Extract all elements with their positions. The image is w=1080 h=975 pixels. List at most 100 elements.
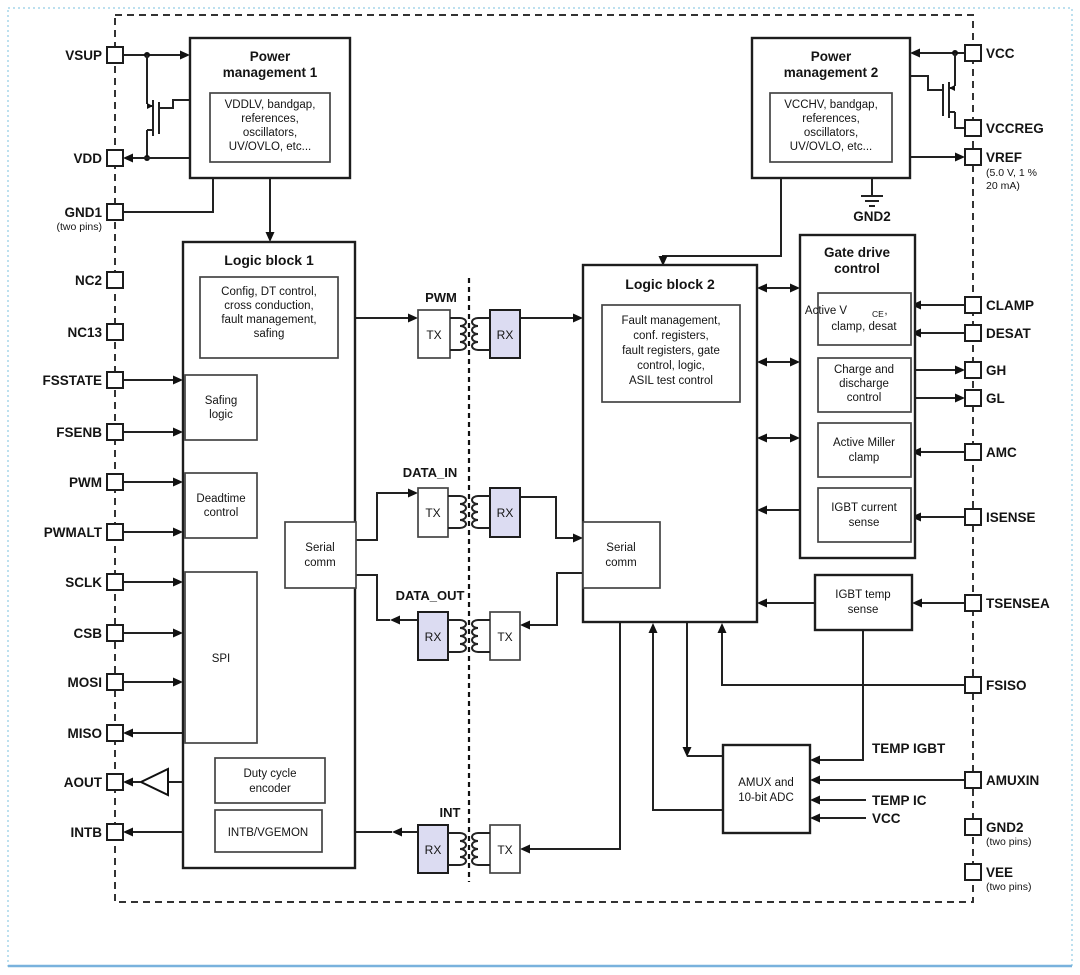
- pin-gh: GH: [964, 361, 1006, 379]
- pin-intb: INTB: [71, 823, 124, 841]
- svg-text:MOSI: MOSI: [67, 675, 102, 690]
- svg-text:SCLK: SCLK: [65, 575, 102, 590]
- pin-gnd2: GND2(two pins): [964, 818, 1032, 848]
- pin-sclk: SCLK: [65, 573, 124, 591]
- int-rx-box: [417, 824, 449, 874]
- svg-text:VCCHV, bandgap,: VCCHV, bandgap,: [784, 99, 878, 111]
- svg-text:ISENSE: ISENSE: [986, 510, 1036, 525]
- lb1-title: Logic block 1: [224, 252, 314, 268]
- pin-clamp: CLAMP: [964, 296, 1034, 314]
- svg-text:FSENB: FSENB: [56, 425, 102, 440]
- svg-text:Deadtime: Deadtime: [196, 493, 245, 505]
- pin-amuxin: AMUXIN: [964, 771, 1039, 789]
- svg-text:CE: CE: [872, 309, 884, 319]
- svg-text:VCC: VCC: [986, 46, 1015, 61]
- svg-text:discharge: discharge: [839, 378, 889, 390]
- lb2-block: Logic block 2 Fault management, conf. re…: [581, 263, 759, 624]
- svg-text:(two pins): (two pins): [986, 881, 1032, 893]
- svg-text:GH: GH: [986, 363, 1006, 378]
- svg-text:(two pins): (two pins): [986, 836, 1032, 848]
- svg-text:VEE: VEE: [986, 865, 1013, 880]
- svg-text:INTB/VGEMON: INTB/VGEMON: [228, 827, 309, 839]
- svg-text:TX: TX: [425, 506, 440, 520]
- svg-text:Active V: Active V: [805, 305, 848, 317]
- svg-text:Serial: Serial: [606, 542, 635, 554]
- right-pins: VCC VCCREG VREF(5.0 V, 1 %20 mA) CLAMP D…: [964, 44, 1050, 893]
- svg-text:Safing: Safing: [205, 395, 238, 407]
- svg-text:Fault management,: Fault management,: [621, 315, 720, 327]
- pin-mosi: MOSI: [67, 673, 124, 691]
- svg-text:safing: safing: [254, 328, 285, 340]
- data-in-rx-box: [489, 487, 521, 538]
- svg-text:CSB: CSB: [73, 626, 102, 641]
- int-tx-box: [489, 824, 521, 874]
- svg-text:Serial: Serial: [305, 542, 334, 554]
- pwm-rx-box: [489, 309, 521, 359]
- transformer-coil-icon: [448, 832, 467, 866]
- charge-discharge-box: [817, 357, 912, 413]
- svg-text:sense: sense: [848, 604, 879, 616]
- svg-text:Active Miller: Active Miller: [833, 437, 895, 449]
- svg-text:ASIL test control: ASIL test control: [629, 375, 713, 387]
- svg-text:VSUP: VSUP: [65, 48, 102, 63]
- lb2-serial-comm-box: [582, 521, 661, 589]
- pin-aout: AOUT: [64, 773, 124, 791]
- svg-text:VDDLV, bandgap,: VDDLV, bandgap,: [225, 99, 316, 111]
- channel-pwm-label: PWM: [425, 290, 457, 305]
- spi-box: [184, 571, 258, 744]
- gate-drive-control-block: Gate drive control Active V CE , clamp, …: [798, 233, 917, 560]
- svg-text:20 mA): 20 mA): [986, 180, 1020, 192]
- igbt-current-sense-box: [817, 487, 912, 543]
- svg-text:INTB: INTB: [71, 825, 103, 840]
- pm1-block: Power management 1 VDDLV, bandgap, refer…: [188, 36, 352, 180]
- pin-pwmalt: PWMALT: [44, 523, 124, 541]
- lb2-title: Logic block 2: [625, 276, 715, 292]
- svg-text:RX: RX: [497, 506, 514, 520]
- fet2-arrow: [949, 85, 955, 91]
- svg-text:AMUX and: AMUX and: [738, 777, 794, 789]
- svg-text:comm: comm: [304, 557, 335, 569]
- svg-text:10-bit ADC: 10-bit ADC: [738, 792, 794, 804]
- svg-text:fault management,: fault management,: [221, 314, 316, 326]
- pm2-title: Power: [811, 49, 852, 64]
- svg-text:comm: comm: [605, 557, 636, 569]
- pin-isense: ISENSE: [964, 508, 1036, 526]
- channel-data-in: DATA_IN TX RX: [403, 465, 521, 538]
- fet1-arrow: [147, 103, 153, 109]
- svg-text:FSSTATE: FSSTATE: [43, 373, 103, 388]
- svg-text:logic: logic: [209, 409, 233, 421]
- svg-text:TSENSEA: TSENSEA: [986, 596, 1050, 611]
- svg-text:NC2: NC2: [75, 273, 102, 288]
- svg-text:RX: RX: [425, 630, 442, 644]
- pin-vref: VREF(5.0 V, 1 %20 mA): [964, 148, 1037, 192]
- svg-text:GND2: GND2: [986, 820, 1024, 835]
- pin-csb: CSB: [73, 624, 124, 642]
- data-in-tx-box: [417, 487, 449, 538]
- pin-vee: VEE(two pins): [964, 863, 1032, 893]
- pin-vdd: VDD: [73, 149, 124, 167]
- svg-text:fault registers, gate: fault registers, gate: [622, 345, 720, 357]
- active-miller-box: [817, 422, 912, 478]
- deadtime-box: [184, 472, 258, 539]
- duty-cycle-encoder-box: [214, 757, 326, 804]
- transformer-coil-icon: [448, 619, 467, 653]
- svg-text:conf. registers,: conf. registers,: [633, 330, 708, 342]
- pin-fsstate: FSSTATE: [43, 371, 124, 389]
- svg-text:GND1: GND1: [64, 205, 102, 220]
- transformer-coil-icon: [448, 495, 467, 529]
- pin-tsensea: TSENSEA: [964, 594, 1050, 612]
- svg-text:management 1: management 1: [223, 65, 318, 80]
- pm1-title: Power: [250, 49, 291, 64]
- pin-fsenb: FSENB: [56, 423, 124, 441]
- svg-text:references,: references,: [802, 113, 860, 125]
- lb1-serial-comm-box: [284, 521, 357, 589]
- svg-text:IGBT current: IGBT current: [831, 502, 897, 514]
- svg-text:UV/OVLO, etc...: UV/OVLO, etc...: [790, 141, 872, 153]
- pin-desat: DESAT: [964, 324, 1032, 342]
- svg-text:oscillators,: oscillators,: [243, 127, 297, 139]
- svg-text:Charge and: Charge and: [834, 364, 894, 376]
- svg-text:control: control: [204, 507, 239, 519]
- channel-int: INT RX TX: [417, 805, 521, 874]
